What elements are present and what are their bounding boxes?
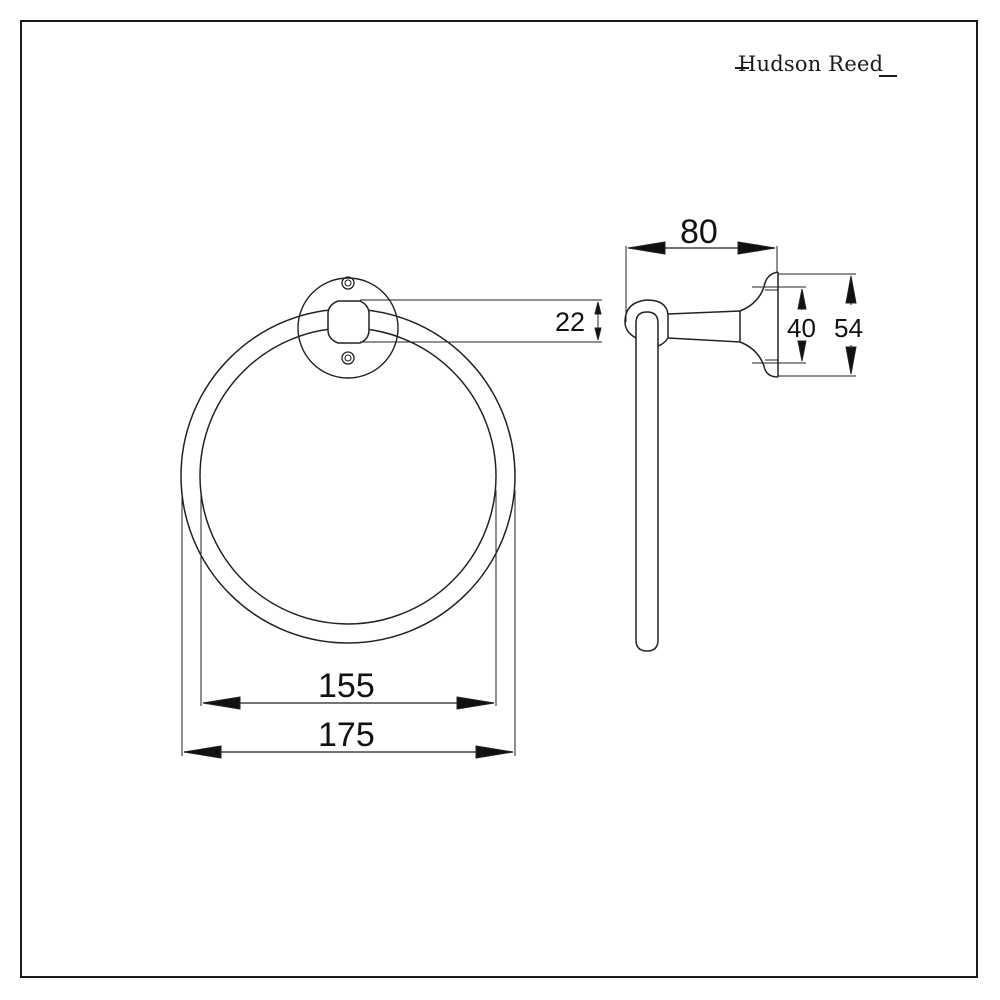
hub (327, 300, 370, 344)
logo-bar-right (879, 75, 898, 77)
screw-top-icon (341, 276, 355, 290)
brand-name: Hudson Reed (738, 52, 884, 76)
screw-bottom-icon (341, 351, 355, 365)
front-dimensions (181, 299, 602, 759)
side-view (624, 271, 779, 652)
dim-projection: 80 (680, 213, 718, 251)
dim-inner-width: 155 (318, 667, 375, 705)
arm (667, 310, 741, 343)
ring-inner (199, 327, 497, 625)
collar (624, 299, 669, 347)
drawing-frame (20, 20, 978, 978)
dim-fixing-centres: 40 (787, 313, 816, 343)
backplate (297, 277, 399, 379)
dim-outer-width: 175 (318, 716, 375, 754)
ring-outer (180, 308, 516, 644)
logo-bar-left (735, 67, 749, 69)
dim-plate-height: 54 (834, 313, 863, 343)
neck-lower (739, 341, 779, 378)
front-view (180, 276, 516, 644)
ring-bar (635, 311, 659, 652)
dim-hub-height: 22 (555, 307, 585, 337)
brand-logo: Hudson Reed (735, 52, 898, 77)
neck (739, 271, 779, 312)
side-dimensions (625, 241, 857, 377)
